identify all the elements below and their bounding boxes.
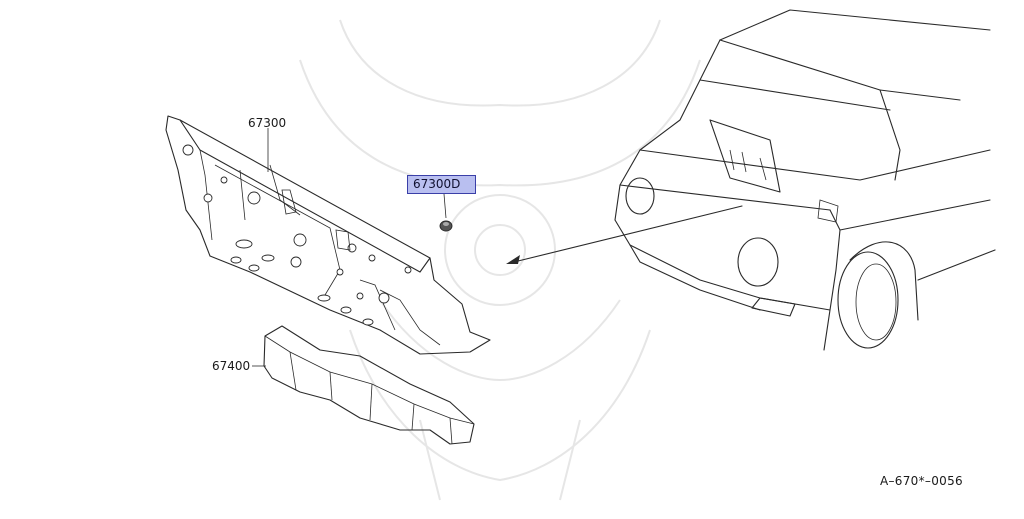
dash-panel-67300 — [165, 115, 491, 355]
diagram-reference-code: A–670*–0056 — [880, 474, 963, 488]
part-label-67400: 67400 — [212, 359, 251, 373]
insulator-67400 — [263, 325, 475, 445]
highlighted-part-box[interactable] — [407, 175, 476, 194]
highlighted-part-label[interactable]: 67300D — [413, 177, 461, 191]
part-label-67300: 67300 — [248, 116, 287, 130]
location-arrow — [506, 205, 743, 264]
watermark-emblem — [299, 19, 701, 501]
clip-67300D — [439, 193, 453, 232]
vehicle-front-view — [614, 9, 996, 351]
